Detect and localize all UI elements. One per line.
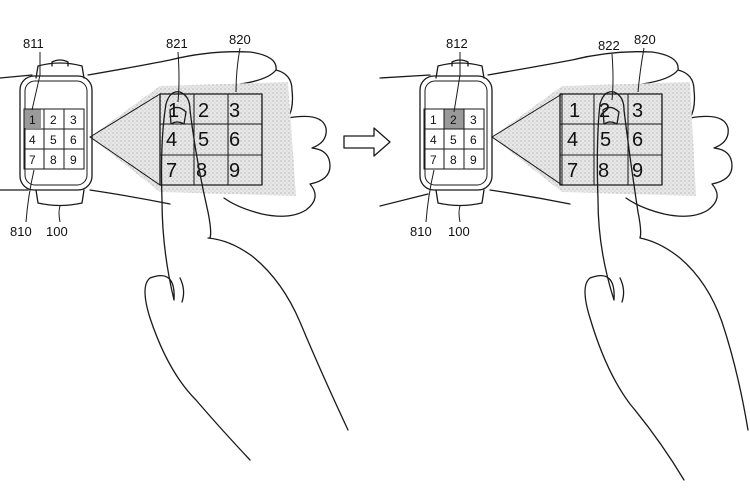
watch-key-label: 8 xyxy=(50,153,57,167)
projected-key-label: 1 xyxy=(168,100,179,122)
leader-810 xyxy=(425,169,435,223)
watch-band-top xyxy=(35,62,85,79)
watch-key-label: 2 xyxy=(50,113,57,127)
ref-label-projected-keypad: 820 xyxy=(634,32,656,47)
ref-label-watch-display: 812 xyxy=(446,36,468,51)
projected-key-label: 5 xyxy=(198,129,209,151)
projected-key-label: 6 xyxy=(632,129,643,151)
ref-label-watch-display: 811 xyxy=(23,36,44,51)
watch-key-highlight xyxy=(24,109,41,128)
watch-key-label: 3 xyxy=(70,113,77,127)
projected-key-label: 3 xyxy=(229,100,240,122)
watch-key-label: 9 xyxy=(470,153,477,167)
watch-key-label: 7 xyxy=(430,153,437,167)
projected-key-label: 2 xyxy=(198,100,209,122)
projected-key-label: 8 xyxy=(598,160,609,182)
projection-beam-edge xyxy=(491,93,563,186)
projected-key-label: 1 xyxy=(569,100,580,122)
leader-821 xyxy=(177,51,180,103)
pointing-hand xyxy=(584,91,749,481)
knuckle-crease xyxy=(619,277,625,303)
watch-band-bottom xyxy=(435,189,485,207)
watch-key-label: 4 xyxy=(430,133,437,147)
projected-key-label: 9 xyxy=(229,160,240,182)
watch-key-label: 5 xyxy=(450,133,457,147)
watch-key-label: 4 xyxy=(29,133,36,147)
ref-label-wearable-device: 100 xyxy=(448,224,470,239)
leader-820 xyxy=(235,47,241,93)
leader-812 xyxy=(453,52,461,113)
watch-key-label: 8 xyxy=(450,153,457,167)
projected-key-label: 5 xyxy=(600,129,611,151)
watch-key-label: 7 xyxy=(29,153,36,167)
fingernail xyxy=(602,106,620,125)
projected-key-label: 2 xyxy=(599,100,610,122)
watch-key-label: 5 xyxy=(50,133,57,147)
watch-key-label: 3 xyxy=(470,113,477,127)
pointing-hand xyxy=(144,91,349,461)
watch-key-label: 6 xyxy=(470,133,477,147)
projected-key-label: 7 xyxy=(567,160,578,182)
projected-key-label: 4 xyxy=(567,129,578,151)
watch-band-bottom xyxy=(35,189,85,207)
right-panel: 1 2 3 4 5 6 7 8 9 1 2 3 4 5 6 7 8 9 xyxy=(379,32,749,481)
projected-key-label: 9 xyxy=(632,160,643,182)
projected-key-label: 6 xyxy=(229,129,240,151)
right-arrow-icon xyxy=(343,127,391,157)
projected-keypad: 1 2 3 4 5 6 7 8 9 xyxy=(159,93,263,186)
forearm-lower-outline xyxy=(379,193,429,207)
watch-key-label: 9 xyxy=(70,153,77,167)
forearm-outline xyxy=(0,51,331,217)
leader-100 xyxy=(458,205,461,223)
projected-key-label: 3 xyxy=(632,100,643,122)
ref-label-watch-keypad: 810 xyxy=(10,224,32,239)
forearm-outline xyxy=(379,51,733,217)
watch-key-label: 6 xyxy=(70,133,77,147)
watch-key-highlight xyxy=(444,109,464,129)
projected-key-label: 4 xyxy=(166,129,177,151)
watch-crown xyxy=(51,59,69,67)
leader-810 xyxy=(25,169,35,223)
ref-label-watch-keypad: 810 xyxy=(410,224,432,239)
fingernail xyxy=(169,106,187,125)
projected-key-label: 8 xyxy=(196,160,207,182)
watch-keypad: 1 2 3 4 5 6 7 8 9 xyxy=(23,108,85,170)
watch-key-label: 2 xyxy=(450,113,457,127)
left-panel: 1 2 3 4 5 6 7 8 9 1 2 3 4 5 6 7 8 9 xyxy=(0,32,349,461)
watch-bezel xyxy=(24,80,88,186)
leader-822 xyxy=(611,53,614,101)
projected-keypad: 1 2 3 4 5 6 7 8 9 xyxy=(559,93,663,186)
watch-bezel xyxy=(424,80,488,186)
watch-key-label: 1 xyxy=(29,113,36,127)
leader-820 xyxy=(637,47,645,93)
ref-label-projected-keypad: 820 xyxy=(229,32,251,47)
leader-100 xyxy=(58,205,61,223)
watch-body xyxy=(419,75,493,191)
watch-key-label: 1 xyxy=(430,113,437,127)
ref-label-projected-key: 822 xyxy=(598,38,620,53)
watch-body xyxy=(19,75,93,191)
watch-keypad: 1 2 3 4 5 6 7 8 9 xyxy=(423,108,485,170)
projection-beam xyxy=(90,82,296,196)
ref-label-wearable-device: 100 xyxy=(46,224,68,239)
leader-811 xyxy=(31,52,41,111)
ref-label-projected-key: 821 xyxy=(166,36,188,51)
knuckle-crease xyxy=(179,277,185,303)
projected-key-label: 7 xyxy=(166,160,177,182)
